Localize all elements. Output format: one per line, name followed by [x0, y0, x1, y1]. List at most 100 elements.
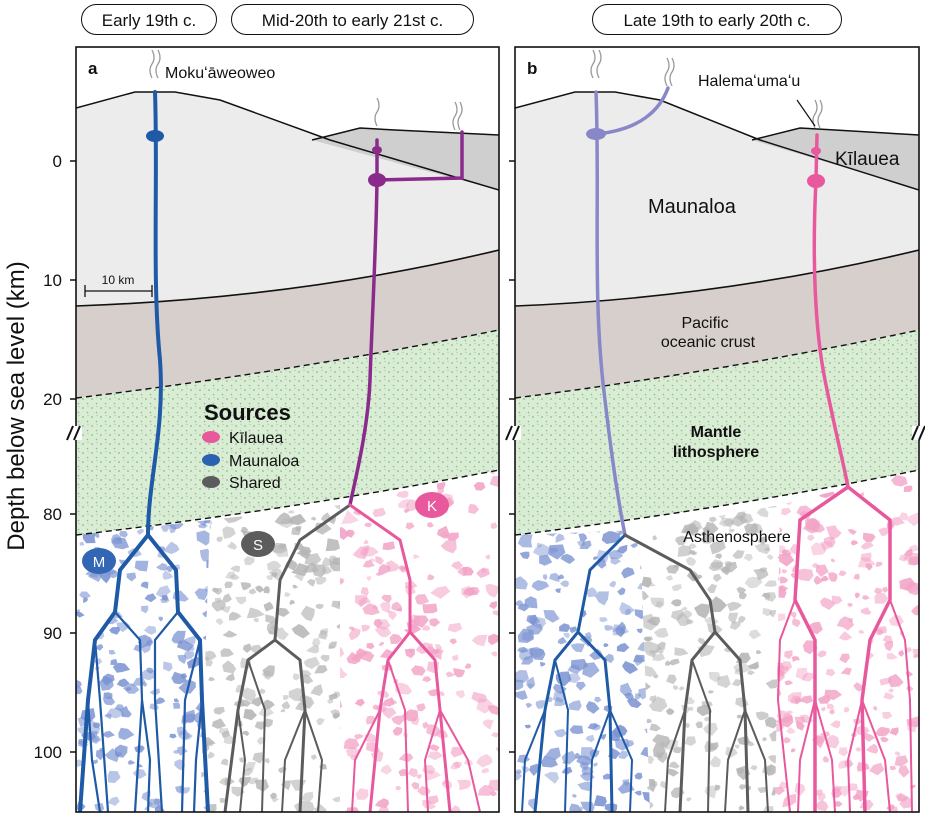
source-blob [218, 777, 230, 787]
kilauea-conduit-mixed [348, 130, 464, 507]
source-blob [890, 516, 905, 526]
maunaloa-edifice [76, 92, 499, 306]
source-blob [328, 555, 338, 564]
source-blob [775, 553, 795, 567]
source-blob [143, 625, 157, 635]
source-blob [782, 713, 794, 724]
source-blob [183, 651, 195, 660]
source-blob [411, 781, 420, 790]
source-blob [617, 587, 626, 596]
source-blob [599, 617, 608, 623]
source-blob [666, 575, 674, 581]
source-blob [169, 733, 177, 739]
source-blob [391, 715, 405, 726]
source-blob [413, 554, 420, 560]
source-blob [300, 549, 311, 560]
source-blob [567, 673, 581, 683]
source-blob [821, 575, 829, 582]
source-blob [875, 726, 890, 737]
source-blob [331, 600, 340, 610]
source-blob [807, 534, 815, 542]
source-blob [79, 541, 85, 546]
legend-title: Sources [204, 400, 291, 425]
source-blob [363, 539, 369, 544]
svg-text:10 km: 10 km [102, 273, 135, 287]
source-blob [744, 523, 759, 536]
source-blob [482, 719, 494, 730]
source-blob [485, 554, 491, 560]
source-blob [414, 594, 430, 605]
source-blob [517, 532, 533, 548]
source-blob [563, 632, 570, 639]
source-blob [248, 588, 257, 595]
source-blob [490, 791, 497, 797]
source-blob [736, 586, 747, 594]
source-blob [355, 788, 369, 800]
source-blob [869, 762, 885, 776]
source-blob [182, 713, 195, 724]
source-blob [532, 543, 550, 557]
source-blob [815, 789, 823, 796]
source-blob [898, 765, 910, 778]
source-blob [111, 537, 130, 550]
source-blob [582, 662, 600, 678]
source-blob [686, 797, 692, 802]
source-blob [555, 533, 565, 543]
source-blob [348, 627, 361, 641]
source-blob [738, 591, 747, 600]
source-blob [710, 596, 727, 612]
source-blob [208, 677, 216, 682]
source-blob [398, 768, 408, 776]
source-blob [277, 607, 290, 617]
source-blob [491, 732, 499, 738]
source-blob [688, 543, 697, 549]
source-blob [316, 717, 325, 726]
source-blob [102, 696, 116, 706]
source-blob [878, 527, 891, 537]
source-blob [889, 727, 899, 736]
source-blob [577, 781, 593, 792]
source-blob [616, 544, 628, 554]
source-blob [594, 696, 602, 703]
source-blob [589, 648, 604, 660]
source-blob [668, 768, 679, 777]
tick-0: 0 [53, 152, 62, 171]
source-blob [343, 738, 360, 749]
source-blob [205, 659, 213, 667]
source-blob [517, 646, 529, 653]
source-blob [524, 724, 532, 729]
source-blob [579, 761, 589, 771]
source-blob [609, 580, 616, 588]
source-blob [863, 732, 876, 742]
source-blob [791, 656, 800, 662]
source-blob [820, 541, 833, 551]
source-blob [194, 588, 209, 601]
source-blob [445, 671, 455, 678]
source-blob [575, 752, 582, 759]
source-blob [672, 746, 682, 754]
source-blob [657, 641, 666, 650]
source-blob [603, 643, 609, 647]
source-blob [738, 805, 745, 811]
source-blob [519, 551, 530, 559]
source-blob [413, 615, 429, 628]
source-blob [625, 740, 635, 747]
source-blob [526, 676, 536, 690]
source-blob [560, 553, 576, 564]
kilauea-conduit-tree [348, 503, 481, 812]
source-blob [421, 625, 431, 631]
mantle-lithosphere-layer [76, 330, 499, 535]
source-blob [366, 742, 377, 753]
source-blob [283, 695, 289, 701]
tick-80: 80 [43, 505, 62, 524]
source-blob [427, 522, 434, 528]
source-blob [744, 576, 763, 589]
panel-b: b Halemaʻumaʻu Kīlauea Maunaloa Pacific … [515, 49, 919, 812]
source-blob [883, 692, 895, 700]
source-blob [668, 658, 680, 666]
source-blob [610, 557, 622, 565]
source-blob [229, 573, 240, 580]
source-blob [653, 627, 669, 638]
source-blob [305, 644, 319, 654]
source-blob [322, 565, 332, 575]
